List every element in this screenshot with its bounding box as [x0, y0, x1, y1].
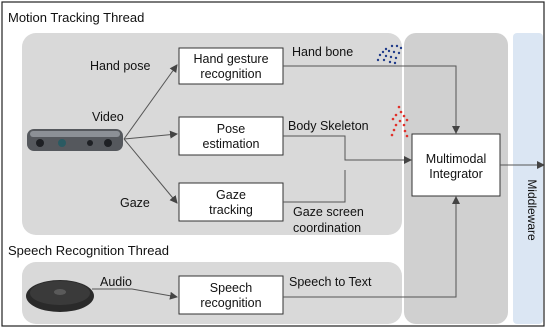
audio-label: Audio [100, 275, 132, 289]
gaze-tracking-line1: Gaze [216, 188, 246, 202]
middleware-band [513, 33, 543, 324]
video-branch-lines [123, 64, 178, 204]
hand-bone-label: Hand bone [292, 45, 353, 59]
body-skeleton-label: Body Skeleton [288, 119, 369, 133]
speech-recognition-box: Speech recognition [178, 275, 284, 315]
integrator-line2: Integrator [429, 167, 483, 181]
motion-thread-title: Motion Tracking Thread [8, 10, 144, 25]
video-label: Video [92, 110, 124, 124]
speech-thread-title: Speech Recognition Thread [8, 243, 169, 258]
multimodal-integrator-box: Multimodal Integrator [411, 133, 501, 197]
microphone-icon [26, 280, 94, 312]
pose-estimation-line1: Pose [217, 122, 246, 136]
body-skeleton-icon [390, 105, 409, 138]
audio-line [92, 288, 178, 300]
hand-pose-label: Hand pose [90, 59, 151, 73]
hand-bone-icon [376, 44, 403, 65]
middleware-label: Middleware [525, 179, 539, 241]
gaze-tracking-box: Gaze tracking [178, 182, 284, 222]
pose-estimation-line2: estimation [203, 137, 260, 151]
depth-camera-icon [27, 129, 123, 151]
integrator-line1: Multimodal [426, 152, 486, 166]
speech-recognition-line1: Speech [210, 281, 252, 295]
hand-gesture-line1: Hand gesture [193, 52, 268, 66]
speech-recognition-line2: recognition [200, 296, 261, 310]
gaze-tracking-line2: tracking [209, 203, 253, 217]
hand-gesture-line2: recognition [200, 67, 261, 81]
hand-gesture-box: Hand gesture recognition [178, 47, 284, 85]
speech-to-text-label: Speech to Text [289, 275, 372, 289]
gaze-screen-line2: coordination [293, 221, 361, 235]
integrator-connectors [283, 65, 545, 298]
gaze-screen-line1: Gaze screen [293, 205, 364, 219]
gaze-label: Gaze [120, 196, 150, 210]
pose-estimation-box: Pose estimation [178, 116, 284, 156]
